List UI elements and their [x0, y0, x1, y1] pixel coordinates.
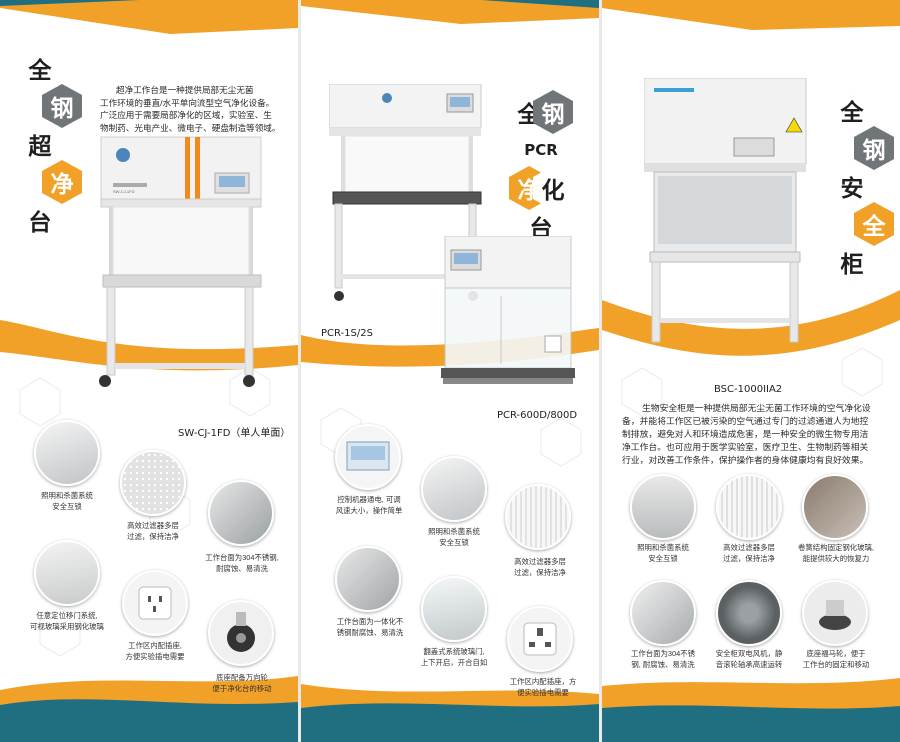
controller-icon	[335, 424, 401, 490]
feature-caption: 照明和杀菌系统安全互锁	[637, 543, 689, 563]
feature-caption: 工作区内配插座，方便实验插电需要	[509, 677, 577, 697]
feature-caption: 照明和杀菌系统安全互锁	[428, 527, 480, 547]
steel-worktop-icon	[630, 580, 696, 646]
feature-caption: 工作台面为304不锈钢,耐腐蚀、易清洗	[205, 553, 279, 573]
description: 超净工作台是一种提供局部无尘无菌 工作环境的垂直/水平单向流型空气净化设备。 广…	[100, 85, 281, 133]
title-char: 净	[42, 160, 82, 204]
title-char: 钢	[42, 84, 82, 128]
title-char: 全	[832, 88, 872, 132]
feature-caption: 工作区内配插座,方便实验插电需要	[125, 641, 185, 661]
panel-biosafety-cabinet: 全 钢 安 全 柜 BSC-1000IIA2 生物安全柜是一种提供局部无尘无菌工…	[602, 0, 900, 742]
model-name-b: PCR-600D/800D	[497, 410, 578, 421]
title-char: 全	[854, 202, 894, 246]
feature-caption: 翻盖式系统玻璃门,上下开启，开合自如	[420, 647, 488, 667]
feature-caption: 底座福马轮，便于工作台的固定和移动	[802, 649, 870, 669]
title-char: 安	[832, 164, 872, 208]
title-char: 钢	[533, 90, 573, 134]
filter-icon	[716, 474, 782, 540]
filter-icon	[505, 484, 571, 550]
title-char: 台	[20, 198, 60, 242]
socket-icon	[138, 586, 172, 620]
title-char: 钢	[854, 126, 894, 170]
feature-caption: 任意定位移门系统,可视玻璃采用钢化玻璃	[30, 611, 104, 631]
glass-door-icon	[421, 576, 487, 642]
feature-caption: 控制机器通电, 可调风速大小，操作简单	[335, 495, 403, 515]
filter-mesh-icon	[120, 450, 186, 516]
caster-wheel-icon	[208, 600, 274, 666]
glass-spring-icon	[802, 474, 868, 540]
panel-pcr-bench: 全 钢 PCR 净 化 台 PCR-1S/2S PCR-600D/800D	[301, 0, 599, 742]
feature-caption: 高效过滤器多层过滤，保持洁净	[723, 543, 775, 563]
power-socket-icon	[122, 570, 188, 636]
title-char: 化	[533, 166, 573, 210]
display-icon	[346, 441, 390, 471]
feature-caption: 安全柜双电风机，静音滚轮轴承高速运转	[715, 649, 783, 669]
model-name-a: PCR-1S/2S	[321, 328, 373, 339]
feature-caption: 高效过滤器多层过滤，保持洁净	[127, 521, 179, 541]
sliding-door-icon	[34, 540, 100, 606]
leveling-caster-icon	[802, 580, 868, 646]
feature-caption: 工作台面为一体化不锈钢耐腐蚀、易清洗	[336, 617, 404, 637]
lighting-icon	[421, 456, 487, 522]
title-char: 超	[20, 122, 60, 166]
fan-motor-icon	[716, 580, 782, 646]
feature-caption: 工作台面为304不锈钢, 耐腐蚀、易清洗	[630, 649, 696, 669]
feature-caption: 高效过滤器多层过滤，保持洁净	[514, 557, 566, 577]
lighting-icon	[34, 420, 100, 486]
model-name: BSC-1000IIA2	[714, 384, 783, 395]
caster-icon	[819, 600, 851, 630]
lighting-icon	[630, 474, 696, 540]
title-char: 柜	[832, 240, 872, 284]
feature-caption: 底座配备万向轮便于净化台的移动	[212, 673, 272, 693]
steel-worktop-icon	[335, 546, 401, 612]
pcr-1s-image	[329, 84, 482, 301]
clean-bench-image: SW-CJ-1FD	[99, 136, 262, 387]
panel-clean-bench: 全 钢 超 净 台 超净工作台是一种提供局部无尘无菌 工作环境的垂直/水平单向流…	[0, 0, 298, 742]
biosafety-cabinet-image	[644, 78, 807, 343]
wheel-icon	[227, 612, 255, 652]
title-char: PCR	[521, 128, 561, 172]
description: 生物安全柜是一种提供局部无尘无菌工作环境的空气净化设 备，并能将工作区已被污染的…	[622, 403, 871, 465]
pcr-600d-image	[441, 236, 575, 384]
device-label: SW-CJ-1FD	[113, 189, 135, 194]
feature-caption: 卷簧结构固定钢化玻璃,能提供较大的恢复力	[798, 543, 874, 563]
power-socket-icon	[507, 606, 573, 672]
title-char: 全	[20, 46, 60, 90]
model-name: SW-CJ-1FD（单人单面）	[178, 428, 291, 439]
socket-icon	[523, 622, 557, 656]
feature-caption: 照明和杀菌系统安全互锁	[41, 491, 93, 511]
steel-worktop-icon	[208, 480, 274, 546]
